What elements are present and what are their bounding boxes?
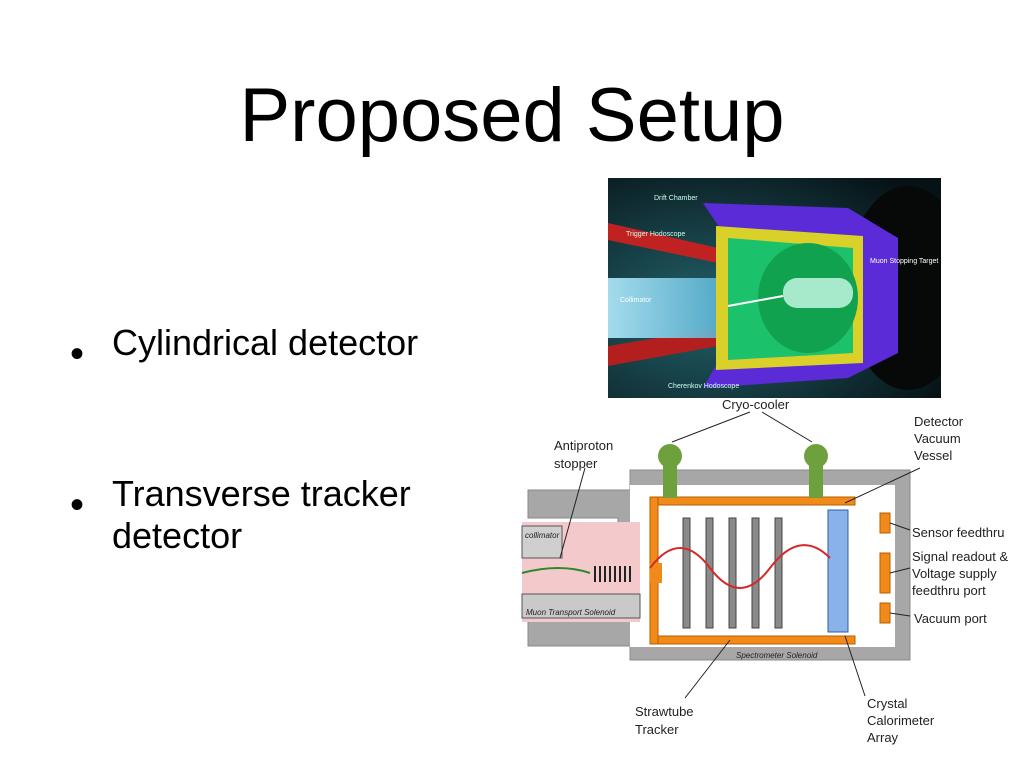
bullet-dot: • xyxy=(70,332,85,376)
label-trigger-hodoscope: Trigger Hodoscope xyxy=(626,231,685,238)
transverse-tracker-schematic: Cryo-cooler Antiproton stopper Detector … xyxy=(521,398,1008,745)
label-signal-2: Voltage supply xyxy=(912,566,997,581)
red-beam-pipe-upper xyxy=(608,223,718,263)
vessel-interior xyxy=(630,485,895,647)
label-signal-3: feedthru port xyxy=(912,583,986,598)
label-strawtube-2: Tracker xyxy=(635,722,679,737)
strawtube-tracker-planes xyxy=(682,517,783,629)
label-sensor-feedthru: Sensor feedthru xyxy=(912,525,1005,540)
crystal-calorimeter-array xyxy=(827,509,849,633)
label-antiproton-1: Antiproton xyxy=(554,438,613,453)
pointer-arrows xyxy=(559,411,921,699)
label-strawtube-1: Strawtube xyxy=(635,704,694,719)
muon-stopping-target xyxy=(783,278,853,308)
label-vessel-1: Detector xyxy=(914,414,964,429)
green-beam-line xyxy=(521,567,591,574)
feedthru-ports xyxy=(879,512,891,624)
label-vessel-2: Vacuum xyxy=(914,431,961,446)
bullet-dot: • xyxy=(70,483,85,527)
beam-arrow xyxy=(727,295,784,307)
label-collimator: Collimator xyxy=(620,297,652,304)
label-signal-1: Signal readout & xyxy=(912,549,1008,564)
orange-stopper-block xyxy=(650,563,662,583)
label-antiproton-2: stopper xyxy=(554,456,598,471)
label-spectrometer-solenoid: Spectrometer Solenoid xyxy=(736,651,818,660)
label-vessel-3: Vessel xyxy=(914,448,952,463)
slide-title: Proposed Setup xyxy=(239,73,785,158)
label-collimator: collimator xyxy=(525,531,560,540)
electron-helix-track xyxy=(649,544,831,589)
label-vacuum-port: Vacuum port xyxy=(914,611,987,626)
cryo-cooler-right xyxy=(804,444,828,498)
label-crystal-2: Calorimeter xyxy=(867,713,935,728)
label-muon-target: Muon Stopping Target xyxy=(870,258,938,265)
orange-frame-top xyxy=(649,496,856,506)
label-cryo-cooler: Cryo-cooler xyxy=(722,398,790,412)
collimator-block xyxy=(521,525,563,559)
label-drift-chamber: Drift Chamber xyxy=(654,195,698,202)
muon-solenoid-block xyxy=(521,593,641,619)
label-crystal-3: Array xyxy=(867,730,899,745)
bullet-text: Cylindrical detector xyxy=(112,322,419,363)
cylindrical-detector-render: Drift Chamber Trigger Hodoscope Muon Sto… xyxy=(608,178,941,398)
orange-frame-bottom xyxy=(649,635,856,645)
label-muon-transport-solenoid: Muon Transport Solenoid xyxy=(526,608,616,617)
bullet-text: Transverse tracker detector xyxy=(112,473,411,556)
stopping-target-foils xyxy=(594,566,631,582)
cryo-cooler-left xyxy=(658,444,682,498)
label-cherenkov: Cherenkov Hodoscope xyxy=(668,383,739,390)
label-crystal-1: Crystal xyxy=(867,696,908,711)
